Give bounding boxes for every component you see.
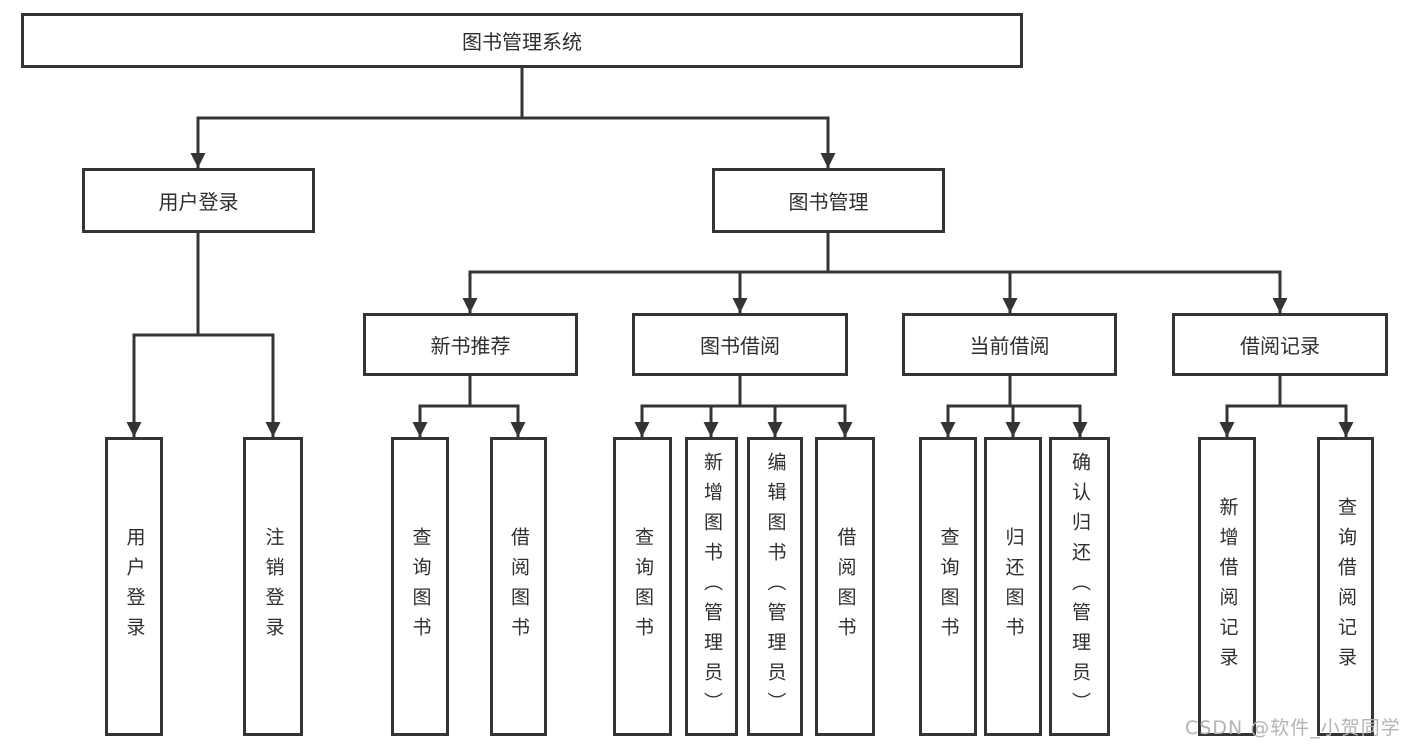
leaf-user-login: 用户登录 [105, 437, 163, 736]
node-root-library-system: 图书管理系统 [21, 13, 1023, 68]
node-borrow-records: 借阅记录 [1172, 313, 1388, 376]
node-book-borrow: 图书借阅 [632, 313, 848, 376]
leaf-add-borrow-record: 新增借阅记录 [1198, 437, 1256, 736]
leaf-confirm-return-admin: 确认归还（管理员） [1049, 437, 1110, 736]
leaf-edit-books-admin: 编辑图书（管理员） [747, 437, 803, 736]
leaf-query-books-current: 查询图书 [919, 437, 977, 736]
leaf-return-books: 归还图书 [984, 437, 1042, 736]
node-book-management: 图书管理 [712, 168, 945, 233]
leaf-query-borrow-record: 查询借阅记录 [1317, 437, 1374, 736]
node-current-borrow: 当前借阅 [902, 313, 1117, 376]
leaf-borrow-books-recommend: 借阅图书 [490, 437, 547, 736]
node-new-book-recommend: 新书推荐 [363, 313, 578, 376]
node-user-login: 用户登录 [82, 168, 315, 233]
leaf-borrow-books: 借阅图书 [815, 437, 875, 736]
leaf-add-books-admin: 新增图书（管理员） [685, 437, 738, 736]
csdn-watermark: CSDN @软件_小贺同学 [1185, 717, 1401, 739]
leaf-query-books-recommend: 查询图书 [391, 437, 449, 736]
leaf-logout: 注销登录 [243, 437, 303, 736]
leaf-query-books-borrow: 查询图书 [613, 437, 672, 736]
